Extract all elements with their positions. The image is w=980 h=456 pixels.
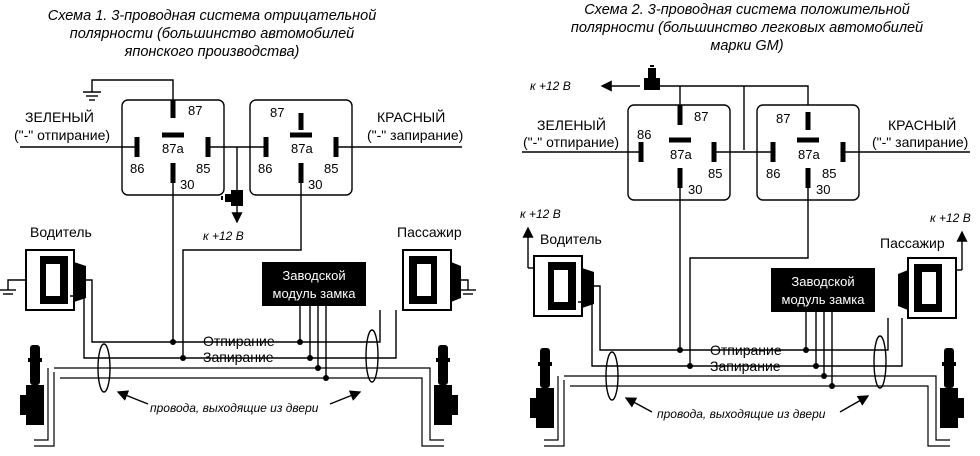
relay-4-pin-87a: 87a <box>798 147 820 162</box>
relay-1-pin-86: 86 <box>130 161 144 176</box>
fuse-icon <box>221 190 243 206</box>
scheme-2-title-line2: полярности (большинство легковых автомоб… <box>571 20 923 36</box>
passenger-label: Пассажир <box>397 224 462 240</box>
passenger-label: Пассажир <box>880 235 945 251</box>
lock-label: Запирание <box>710 358 781 374</box>
passenger-switch-icon <box>898 257 957 319</box>
driver-label: Водитель <box>30 224 92 240</box>
ground-wire <box>91 79 174 100</box>
supply-bus-wire <box>660 85 809 112</box>
relay-4-pin-87: 87 <box>776 111 790 126</box>
relay-3-pin-87a: 87a <box>670 147 692 162</box>
relay-3-pin-86: 86 <box>637 127 651 142</box>
scheme-2-title-line1: Схема 2. 3-проводная система положительн… <box>584 2 910 18</box>
red-sub: ("-" запирание) <box>367 127 463 143</box>
factory-module <box>771 268 875 312</box>
driver-actuator-icon <box>530 348 554 428</box>
supply-passenger-label: к +12 В <box>930 211 971 225</box>
scheme-1-title-line1: Схема 1. 3-проводная система отрицательн… <box>48 8 377 24</box>
wires-note: провода, выходящие из двери <box>657 407 826 421</box>
scheme-2-title-line3: марки GM) <box>710 38 783 54</box>
green-label: ЗЕЛЕНЫЙ <box>537 116 606 133</box>
red-sub: ("-" запирание) <box>872 134 968 150</box>
scheme-1-title-line2: полярности (большинство автомобилей <box>70 26 354 42</box>
supply-driver-label: к +12 В <box>520 207 561 221</box>
lock-out-wire <box>689 188 809 366</box>
lock-out-wire <box>182 183 302 358</box>
passenger-actuator-icon <box>434 345 458 425</box>
green-sub: ("-" отпирание) <box>14 127 110 143</box>
supply-top-label: к +12 В <box>530 79 571 93</box>
green-label: ЗЕЛЕНЫЙ <box>25 108 94 125</box>
factory-module-line2: модуль замка <box>782 292 866 307</box>
red-label: КРАСНЫЙ <box>888 116 956 133</box>
relay-3-pin-85: 85 <box>708 166 722 181</box>
scheme-1: Схема 1. 3-проводная система отрицательн… <box>0 8 476 447</box>
factory-module <box>262 262 366 306</box>
factory-module-line2: модуль замка <box>273 286 357 301</box>
driver-label: Водитель <box>540 231 602 247</box>
relay-1-pin-85: 85 <box>196 161 210 176</box>
red-label: КРАСНЫЙ <box>377 108 445 125</box>
relay-1-pin-87: 87 <box>188 103 202 118</box>
driver-switch-icon <box>533 255 594 317</box>
ground-icon <box>83 91 101 101</box>
relay-2-pin-30: 30 <box>308 177 322 192</box>
unlock-label: Отпирание <box>710 342 782 358</box>
relay-3-pin-87: 87 <box>694 109 708 124</box>
relay-2-pin-87: 87 <box>270 105 284 120</box>
green-sub: ("-" отпирание) <box>523 134 619 150</box>
relay-3-pin-30: 30 <box>688 182 702 197</box>
relay-4-pin-86: 86 <box>766 166 780 181</box>
fuse-icon <box>644 65 660 90</box>
factory-module-line1: Заводской <box>791 274 854 289</box>
scheme-1-title-line3: японского производства) <box>124 44 300 60</box>
supply-label: к +12 В <box>203 229 244 243</box>
passenger-switch-icon <box>402 249 461 311</box>
relay-2-pin-87a: 87a <box>291 141 313 156</box>
relay-4-pin-85: 85 <box>822 166 836 181</box>
unlock-label: Отпирание <box>203 333 275 349</box>
scheme-2: Схема 2. 3-проводная система положительн… <box>520 2 971 447</box>
relay-4-pin-30: 30 <box>816 182 830 197</box>
factory-module-line1: Заводской <box>282 268 345 283</box>
driver-actuator-icon <box>20 345 44 425</box>
wires-note: провода, выходящие из двери <box>150 401 319 415</box>
relay-2-pin-85: 85 <box>324 161 338 176</box>
relay-1-pin-30: 30 <box>180 177 194 192</box>
lock-label: Запирание <box>203 349 274 365</box>
relay-2-pin-86: 86 <box>258 161 272 176</box>
passenger-actuator-icon <box>940 348 964 428</box>
relay-1-pin-87a: 87a <box>162 141 184 156</box>
